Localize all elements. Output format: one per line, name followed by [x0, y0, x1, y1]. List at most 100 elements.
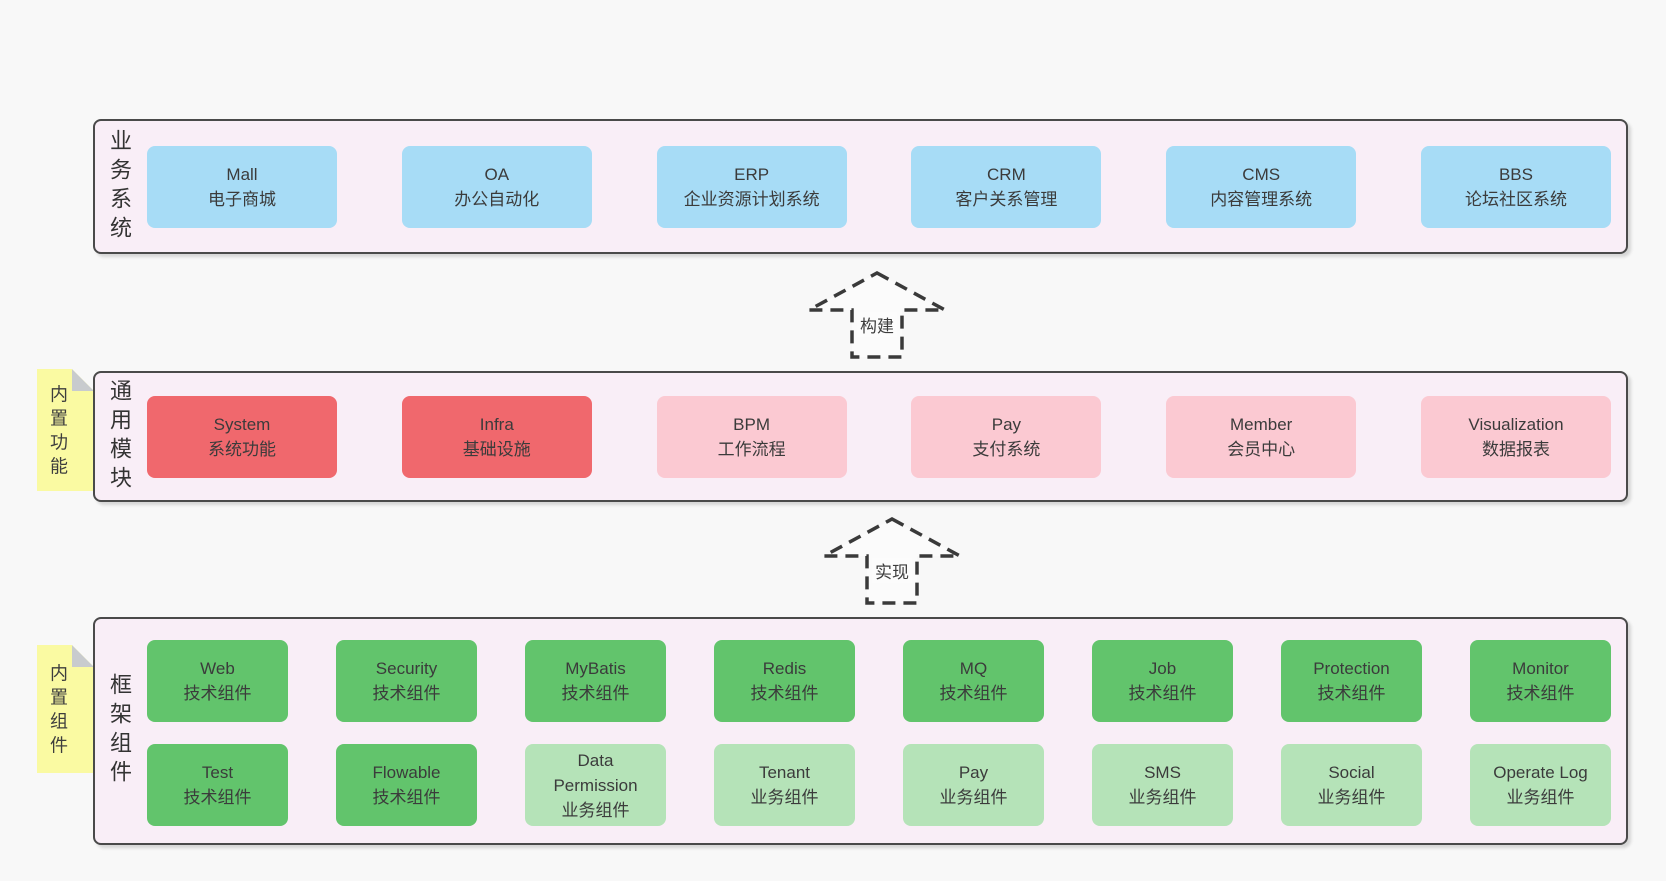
module-subtitle: 客户关系管理 — [955, 189, 1058, 209]
module-subtitle: 系统功能 — [208, 439, 276, 459]
module-name: Operate Log — [1493, 763, 1588, 782]
implement-arrow-label: 实现 — [872, 558, 912, 583]
module-name: CRM — [987, 164, 1026, 184]
module-box-security: Security 技术组件 — [336, 640, 477, 722]
module-name: Data Permission — [553, 750, 638, 795]
module-subtitle: 论坛社区系统 — [1464, 189, 1567, 209]
build-arrow: 构建 — [806, 270, 948, 360]
module-name: System — [213, 414, 271, 434]
module-subtitle: 支付系统 — [972, 439, 1041, 459]
module-name: Tenant — [758, 763, 811, 782]
module-subtitle: 技术组件 — [183, 788, 252, 807]
module-name: Redis — [762, 659, 807, 678]
module-box-social: Social 业务组件 — [1281, 744, 1422, 826]
sticky-built-in-features-label: 内置功能 — [48, 384, 68, 481]
module-name: Test — [201, 763, 234, 782]
module-box-monitor: Monitor 技术组件 — [1470, 640, 1611, 722]
module-box-redis: Redis 技术组件 — [714, 640, 855, 722]
module-subtitle: 技术组件 — [372, 684, 441, 703]
sticky-built-in-components: 内置组件 — [37, 645, 94, 773]
module-subtitle: 内容管理系统 — [1210, 189, 1313, 209]
module-name: MyBatis — [565, 659, 626, 678]
module-name: CMS — [1242, 164, 1281, 184]
sticky-built-in-components-label: 内置组件 — [48, 663, 68, 760]
module-box-tenant: Tenant 业务组件 — [714, 744, 855, 826]
module-subtitle: 技术组件 — [372, 788, 441, 807]
module-box-bbs: BBS 论坛社区系统 — [1420, 145, 1611, 228]
module-subtitle: 数据报表 — [1481, 439, 1550, 459]
module-subtitle: 办公自动化 — [454, 189, 540, 209]
module-box-system: System 系统功能 — [147, 395, 337, 478]
module-name: Visualization — [1468, 414, 1564, 434]
module-subtitle: 技术组件 — [183, 684, 252, 703]
module-box-oa: OA 办公自动化 — [401, 145, 592, 228]
module-subtitle: 业务组件 — [1506, 788, 1575, 807]
module-subtitle: 业务组件 — [939, 788, 1008, 807]
module-box-pay: Pay 支付系统 — [911, 395, 1102, 478]
sticky-built-in-features: 内置功能 — [37, 369, 94, 491]
module-name: Infra — [479, 414, 514, 434]
module-box-mq: MQ 技术组件 — [903, 640, 1044, 722]
module-name: Job — [1148, 659, 1177, 678]
module-box-web: Web 技术组件 — [147, 640, 288, 722]
build-arrow-label: 构建 — [857, 312, 897, 337]
module-box-bpm: BPM 工作流程 — [656, 395, 847, 478]
module-box-visualization: Visualization 数据报表 — [1420, 395, 1611, 478]
module-name: Security — [375, 659, 438, 678]
module-name: Pay — [958, 763, 989, 782]
band-framework-components-label: 框架组件 — [107, 673, 132, 789]
module-subtitle: 业务组件 — [1317, 788, 1386, 807]
module-subtitle: 技术组件 — [939, 684, 1008, 703]
module-subtitle: 业务组件 — [750, 788, 819, 807]
module-box-data-permission: Data Permission 业务组件 — [525, 744, 666, 826]
module-subtitle: 技术组件 — [1128, 684, 1197, 703]
module-box-flowable: Flowable 技术组件 — [336, 744, 477, 826]
module-name: Flowable — [372, 763, 441, 782]
module-subtitle: 业务组件 — [561, 800, 630, 820]
module-subtitle: 业务组件 — [1128, 788, 1197, 807]
module-subtitle: 基础设施 — [462, 439, 531, 459]
module-name: Pay — [991, 414, 1022, 434]
module-subtitle: 企业资源计划系统 — [683, 189, 820, 209]
module-name: BPM — [733, 414, 771, 434]
module-name: Web — [200, 659, 235, 678]
module-name: Mall — [226, 164, 258, 184]
band-common-modules: 通用模块 System 系统功能 Infra 基础设施 BPM 工作流程 Pay 支付系统 Me… — [93, 371, 1628, 502]
module-subtitle: 技术组件 — [1317, 684, 1386, 703]
folded-corner-icon — [72, 645, 94, 667]
module-name: MQ — [959, 659, 988, 678]
module-name: ERP — [734, 164, 770, 184]
module-subtitle: 技术组件 — [1506, 684, 1575, 703]
module-box-protection: Protection 技术组件 — [1281, 640, 1422, 722]
band-business-systems-label: 业务系统 — [107, 128, 132, 245]
module-box-erp: ERP 企业资源计划系统 — [656, 145, 847, 228]
folded-corner-icon — [72, 369, 94, 391]
module-box-crm: CRM 客户关系管理 — [911, 145, 1102, 228]
module-box-pay: Pay 业务组件 — [903, 744, 1044, 826]
module-box-operate-log: Operate Log 业务组件 — [1470, 744, 1611, 826]
band-common-modules-label: 通用模块 — [107, 378, 132, 495]
module-box-job: Job 技术组件 — [1092, 640, 1233, 722]
module-name: Monitor — [1512, 659, 1569, 678]
module-name: Social — [1328, 763, 1375, 782]
implement-arrow: 实现 — [821, 516, 963, 606]
module-subtitle: 工作流程 — [717, 439, 786, 459]
module-name: Protection — [1313, 659, 1390, 678]
module-name: OA — [484, 164, 510, 184]
module-box-infra: Infra 基础设施 — [401, 395, 592, 478]
module-box-test: Test 技术组件 — [147, 744, 288, 826]
module-subtitle: 会员中心 — [1227, 439, 1296, 459]
module-subtitle: 技术组件 — [750, 684, 819, 703]
module-name: BBS — [1498, 164, 1533, 184]
